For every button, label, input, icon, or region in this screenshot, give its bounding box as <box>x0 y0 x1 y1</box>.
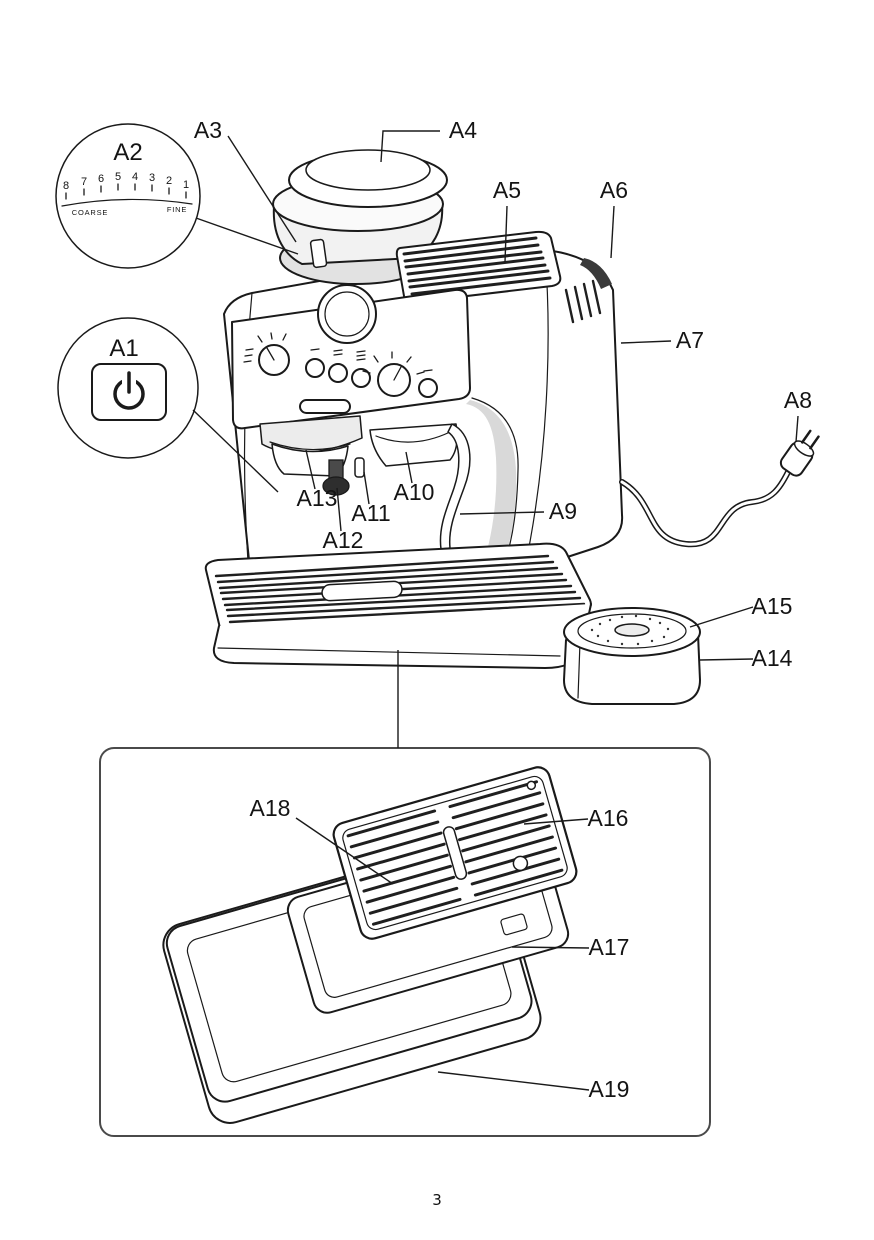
portafilter-handle-knob <box>322 476 350 496</box>
hot-water-spout <box>369 423 458 467</box>
callout-a5: A5 <box>493 177 521 203</box>
hot-water-button <box>418 378 438 398</box>
callout-a6: A6 <box>600 177 628 203</box>
hopper-latch <box>309 238 328 269</box>
drip-tray-slats <box>214 554 586 624</box>
callout-a8: A8 <box>784 387 812 413</box>
leader-a5 <box>504 205 508 263</box>
grind-dial-scale: 8 7 6 5 4 3 2 1 COARSE FINE <box>61 171 193 217</box>
leader-a11 <box>363 471 370 505</box>
leader-a12 <box>336 487 342 532</box>
leader-a7 <box>620 340 672 344</box>
alcove-shading <box>466 400 517 578</box>
exploded-drip-tray-box <box>99 747 711 1137</box>
leader-lines <box>192 130 799 1091</box>
page-number: 3 <box>432 1191 442 1209</box>
callout-a19: A19 <box>589 1076 630 1102</box>
power-cord <box>619 469 791 548</box>
pressure-gauge <box>317 284 377 344</box>
callout-a1: A1 <box>109 335 138 362</box>
leader-a16 <box>523 818 589 825</box>
dial-number-3: 3 <box>149 172 155 184</box>
power-button-inset: A1 <box>57 317 199 459</box>
dial-number-6: 6 <box>98 173 104 185</box>
water-tank-lid <box>563 607 701 657</box>
callout-a10: A10 <box>394 479 435 505</box>
leader-a2 <box>195 217 299 255</box>
leader-a8 <box>795 415 799 443</box>
water-tank <box>563 607 701 705</box>
callout-a9: A9 <box>549 498 577 524</box>
dial-number-8: 8 <box>63 180 69 192</box>
leader-a18 <box>295 817 394 885</box>
espresso-machine-illustration <box>204 149 820 705</box>
panel-buttons <box>305 348 371 388</box>
leader-a6 <box>610 205 615 259</box>
tray-handle-notch <box>321 580 403 602</box>
warming-tray-slats <box>402 236 552 296</box>
callout-a11: A11 <box>351 500 390 526</box>
callout-a12: A12 <box>323 527 364 553</box>
callout-a17: A17 <box>589 934 630 960</box>
callout-a13: A13 <box>297 485 338 511</box>
control-panel <box>231 284 471 430</box>
leader-a4 <box>380 130 440 163</box>
leader-a10 <box>405 451 413 484</box>
top-corner-accent <box>580 258 612 289</box>
callout-a7: A7 <box>676 327 704 353</box>
callout-a18: A18 <box>250 795 291 821</box>
dial-coarse-label: COARSE <box>72 208 108 217</box>
leader-a9 <box>459 511 545 515</box>
dial-ticks <box>65 183 187 200</box>
leader-a19 <box>437 1071 590 1091</box>
callout-a4: A4 <box>449 117 477 143</box>
dial-number-5: 5 <box>115 171 121 183</box>
dial-number-7: 7 <box>81 176 87 188</box>
grind-size-knob <box>243 332 290 376</box>
leader-a14 <box>699 658 754 661</box>
dosing-lever <box>354 457 365 478</box>
grille-slats <box>346 780 564 926</box>
callout-a2: A2 <box>113 139 142 166</box>
power-plug <box>779 429 820 477</box>
callout-a16: A16 <box>588 805 629 831</box>
machine-front-right-edge <box>523 251 549 573</box>
callout-labels: A3 A4 A5 A6 A7 A8 A9 A10 A11 A12 A13 A14… <box>194 117 812 1102</box>
steam-knob <box>362 351 425 397</box>
leader-a1 <box>192 409 279 493</box>
panel-pill-button <box>299 399 351 414</box>
power-icon <box>113 371 145 410</box>
tray-grille <box>332 766 578 940</box>
warming-tray <box>395 230 562 304</box>
hopper-lid <box>288 149 448 208</box>
dial-fine-label: FINE <box>167 205 187 214</box>
dial-number-4: 4 <box>132 171 138 183</box>
side-vents <box>564 279 602 324</box>
leader-a3 <box>227 135 297 243</box>
leader-a15 <box>689 606 754 628</box>
callout-a14: A14 <box>752 645 793 671</box>
drip-tray-base <box>204 542 592 669</box>
leader-a13 <box>305 449 316 490</box>
callout-a15: A15 <box>752 593 793 619</box>
dial-number-1: 1 <box>183 179 189 191</box>
grind-dial-inset: A2 8 7 6 5 4 3 2 1 COARSE FINE <box>55 123 201 269</box>
callout-a3: A3 <box>194 117 222 143</box>
leader-a17 <box>511 946 590 949</box>
group-head <box>259 415 365 496</box>
dial-number-2: 2 <box>166 175 172 187</box>
